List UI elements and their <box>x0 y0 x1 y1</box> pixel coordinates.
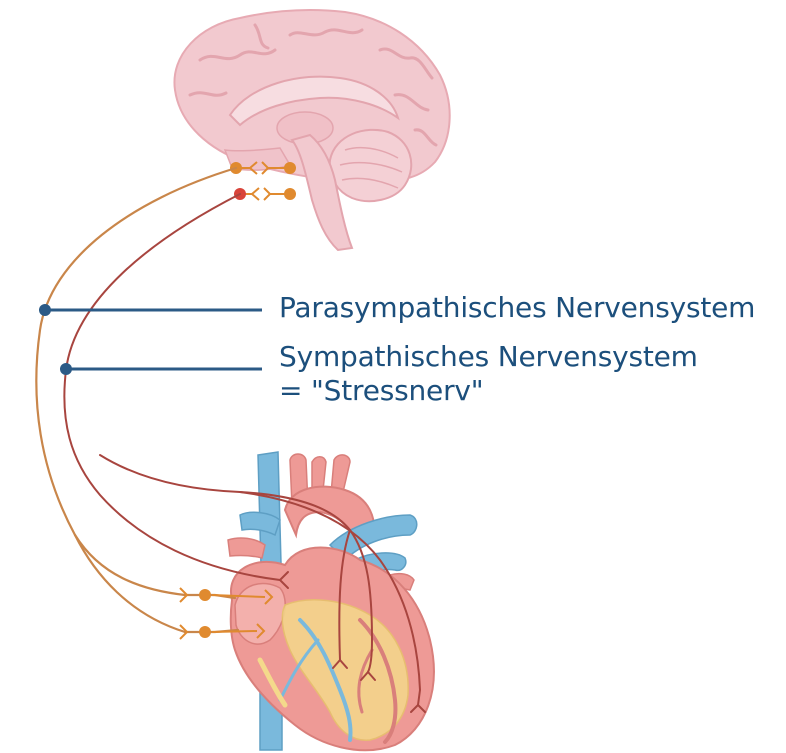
sympathetic-alias-label: = "Stressnerv" <box>279 374 483 408</box>
sympathetic-leader-dot <box>60 363 72 375</box>
parasympathetic-label: Parasympathisches Nervensystem <box>279 291 755 325</box>
parasympathetic-neuron-body <box>284 188 296 200</box>
leader-lines <box>39 304 262 375</box>
brain-icon <box>174 10 449 250</box>
parasympathetic-nerve <box>36 168 238 632</box>
parasympathetic-neuron-body <box>284 162 296 174</box>
sympathetic-label: Sympathisches Nervensystem <box>279 340 698 374</box>
parasympathetic-leader-dot <box>39 304 51 316</box>
